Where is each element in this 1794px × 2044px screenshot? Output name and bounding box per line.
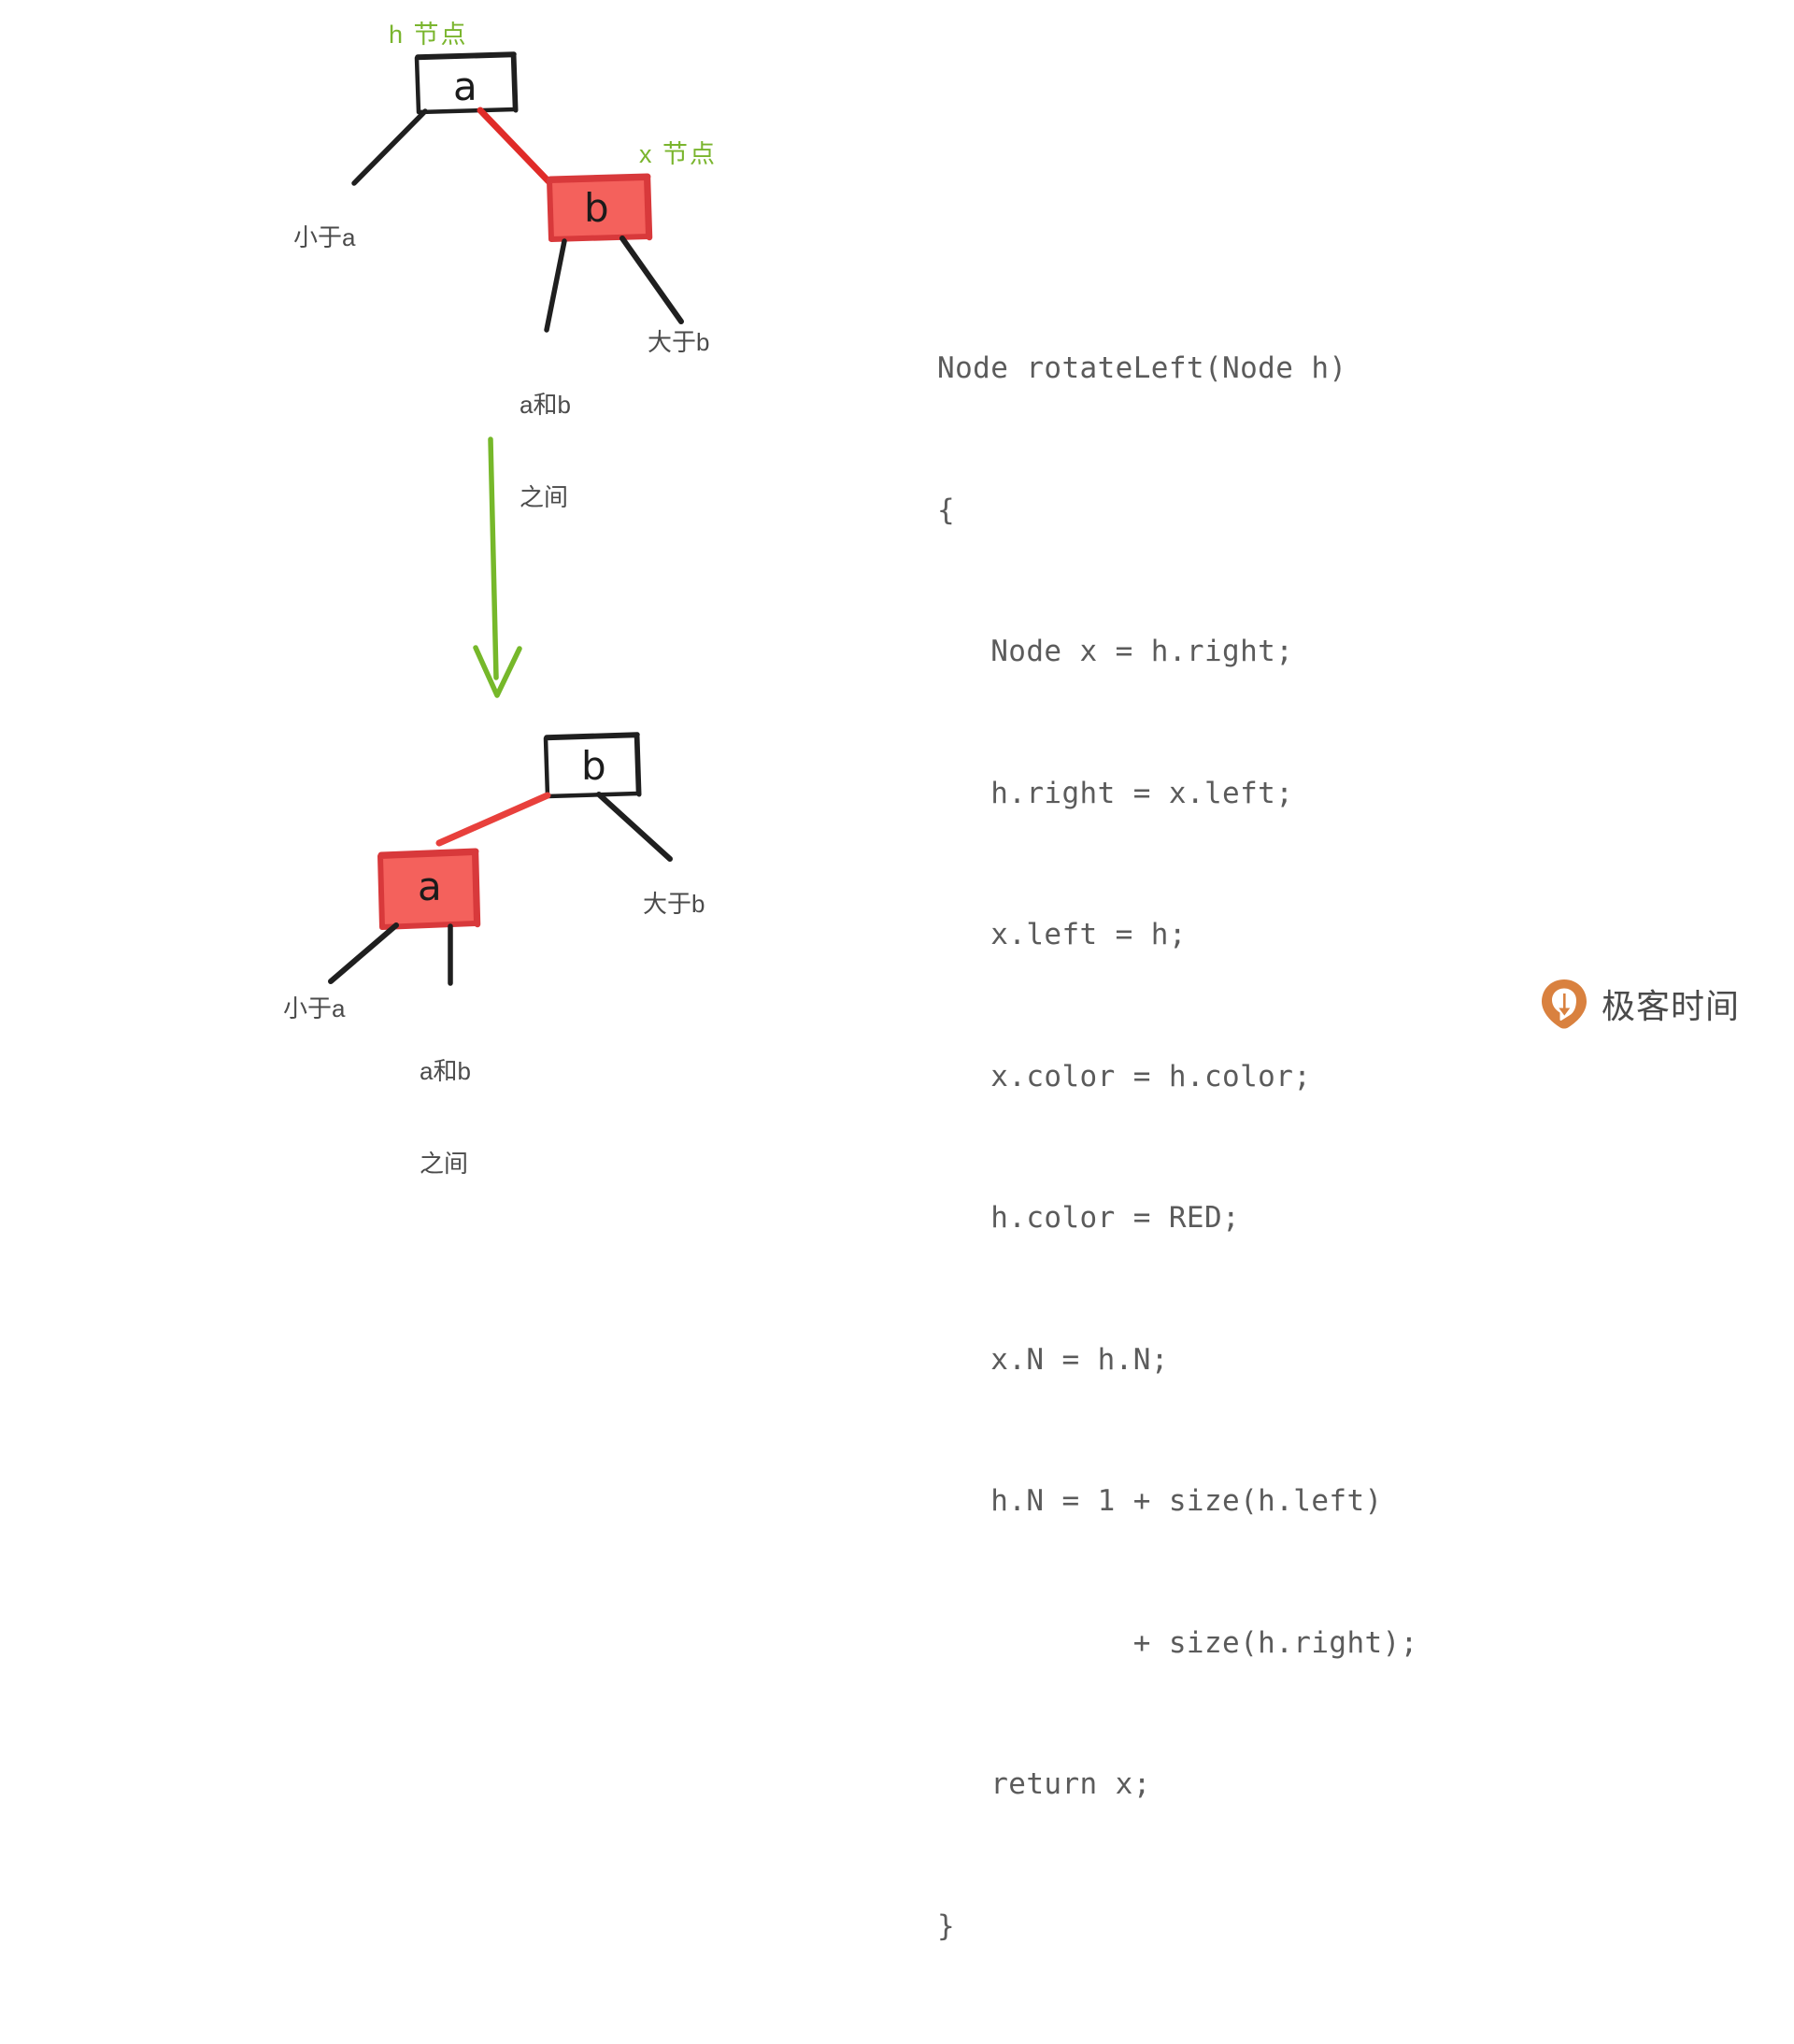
edge-b-a-red-bottom — [435, 792, 551, 847]
edge-b-right-bottom — [596, 792, 673, 862]
edge-a-b-red-top — [477, 107, 552, 185]
caption-h-node: h 节点 — [389, 21, 468, 49]
node-a-top-box — [414, 51, 519, 115]
code-line-5: x.color = h.color; — [937, 1059, 1312, 1093]
node-label-b-bottom: b — [581, 743, 606, 789]
code-line-3: h.right = x.left; — [937, 776, 1294, 810]
code-line-11: } — [937, 1908, 956, 1943]
edge-b-left-top — [448, 209, 560, 239]
label-between-a-b-top-line2: 之间 — [520, 483, 569, 512]
code-line-7: x.N = h.N; — [937, 1342, 1169, 1377]
node-label-a-top: a — [453, 64, 477, 109]
label-between-a-b-top-line1: a和b — [520, 390, 571, 419]
code-line-4: x.left = h; — [937, 918, 1187, 951]
code-line-2: Node x = h.right; — [937, 635, 1294, 668]
label-less-than-a-bottom: 小于a — [283, 994, 346, 1022]
label-between-a-b-bottom: a和b 之间 — [420, 993, 471, 1242]
watermark-brand: 极客时间 — [1602, 987, 1741, 1025]
label-less-than-a-top: 小于a — [293, 223, 356, 251]
geektime-pin-icon — [1542, 979, 1587, 1029]
edge-b-mid-top — [447, 241, 561, 244]
code-line-0: Node rotateLeft(Node h) — [937, 351, 1347, 385]
code-line-6: h.color = RED; — [937, 1201, 1241, 1235]
code-line-10: return x; — [937, 1767, 1151, 1801]
label-between-a-b-top: a和b 之间 — [520, 327, 571, 576]
watermark: 极客时间 — [1540, 978, 1740, 1030]
diagram-canvas: a b b a h 节点 x 节点 小于a a和b 之间 大于b 小于a a和b… — [283, 21, 1740, 1943]
node-b-top-box — [547, 173, 653, 242]
node-a-bottom-box — [377, 848, 481, 930]
node-label-a-bottom: a — [418, 864, 442, 909]
caption-x-node: x 节点 — [639, 140, 718, 168]
transition-arrow — [473, 436, 522, 698]
node-label-b-top: b — [584, 185, 609, 231]
edge-b-child-left-top — [446, 240, 562, 250]
label-between-a-b-bottom-line2: 之间 — [420, 1150, 469, 1179]
code-block: Node rotateLeft(Node h) { Node x = h.rig… — [937, 250, 1418, 2044]
sketch-layer — [328, 51, 684, 986]
edge-b-down-right — [619, 236, 684, 324]
label-greater-than-b-bottom: 大于b — [643, 890, 705, 918]
code-line-9: + size(h.right); — [937, 1625, 1418, 1660]
edge-a-left-top — [351, 108, 428, 186]
label-between-a-b-bottom-line1: a和b — [420, 1056, 471, 1085]
node-b-bottom-box — [543, 732, 642, 799]
label-greater-than-b-top: 大于b — [648, 328, 710, 356]
code-line-8: h.N = 1 + size(h.left) — [937, 1484, 1383, 1518]
code-line-1: { — [937, 493, 956, 527]
edge-b-down-left — [544, 238, 567, 333]
edge-a-down-left-bottom — [328, 922, 399, 984]
